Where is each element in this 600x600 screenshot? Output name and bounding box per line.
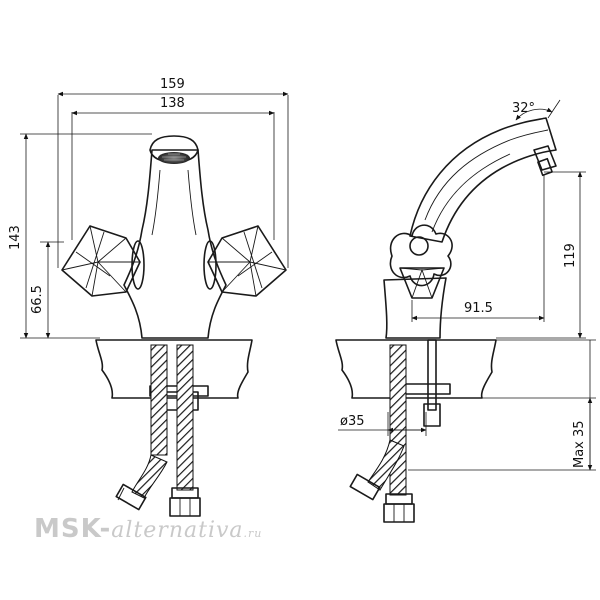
dim-spout-angle: 32° xyxy=(512,101,535,116)
side-body xyxy=(383,277,447,339)
dim-spout-reach: 91.5 xyxy=(464,301,493,316)
watermark-logo: MSK-alternativa.ru xyxy=(34,514,262,544)
front-countertop xyxy=(95,339,253,399)
watermark-script-rest: lternativa xyxy=(125,518,244,543)
front-view: 159 138 143 66.5 xyxy=(8,77,289,517)
side-view: 32° 119 91.5 ø35 Max 35 xyxy=(335,99,596,523)
dim-handle-span: 138 xyxy=(160,96,185,111)
dim-spout-height: 119 xyxy=(563,243,578,268)
dim-max-deck-thickness: Max 35 xyxy=(572,420,587,468)
side-hoses xyxy=(349,344,415,523)
watermark-script-letter: a xyxy=(111,518,126,543)
right-handle xyxy=(203,225,287,297)
side-handle xyxy=(389,224,453,299)
watermark-tld: .ru xyxy=(243,527,263,540)
side-countertop xyxy=(335,339,497,399)
dim-handle-height: 66.5 xyxy=(30,285,45,314)
front-hoses xyxy=(115,344,201,517)
front-spout-body xyxy=(123,149,227,339)
dim-tube-diameter: ø35 xyxy=(340,414,365,429)
left-handle xyxy=(61,225,145,297)
dim-total-height: 143 xyxy=(8,225,23,250)
side-spout xyxy=(409,117,557,243)
dim-overall-width: 159 xyxy=(160,77,185,92)
watermark-brand: MSK- xyxy=(34,514,112,544)
aerator-icon xyxy=(158,152,190,164)
